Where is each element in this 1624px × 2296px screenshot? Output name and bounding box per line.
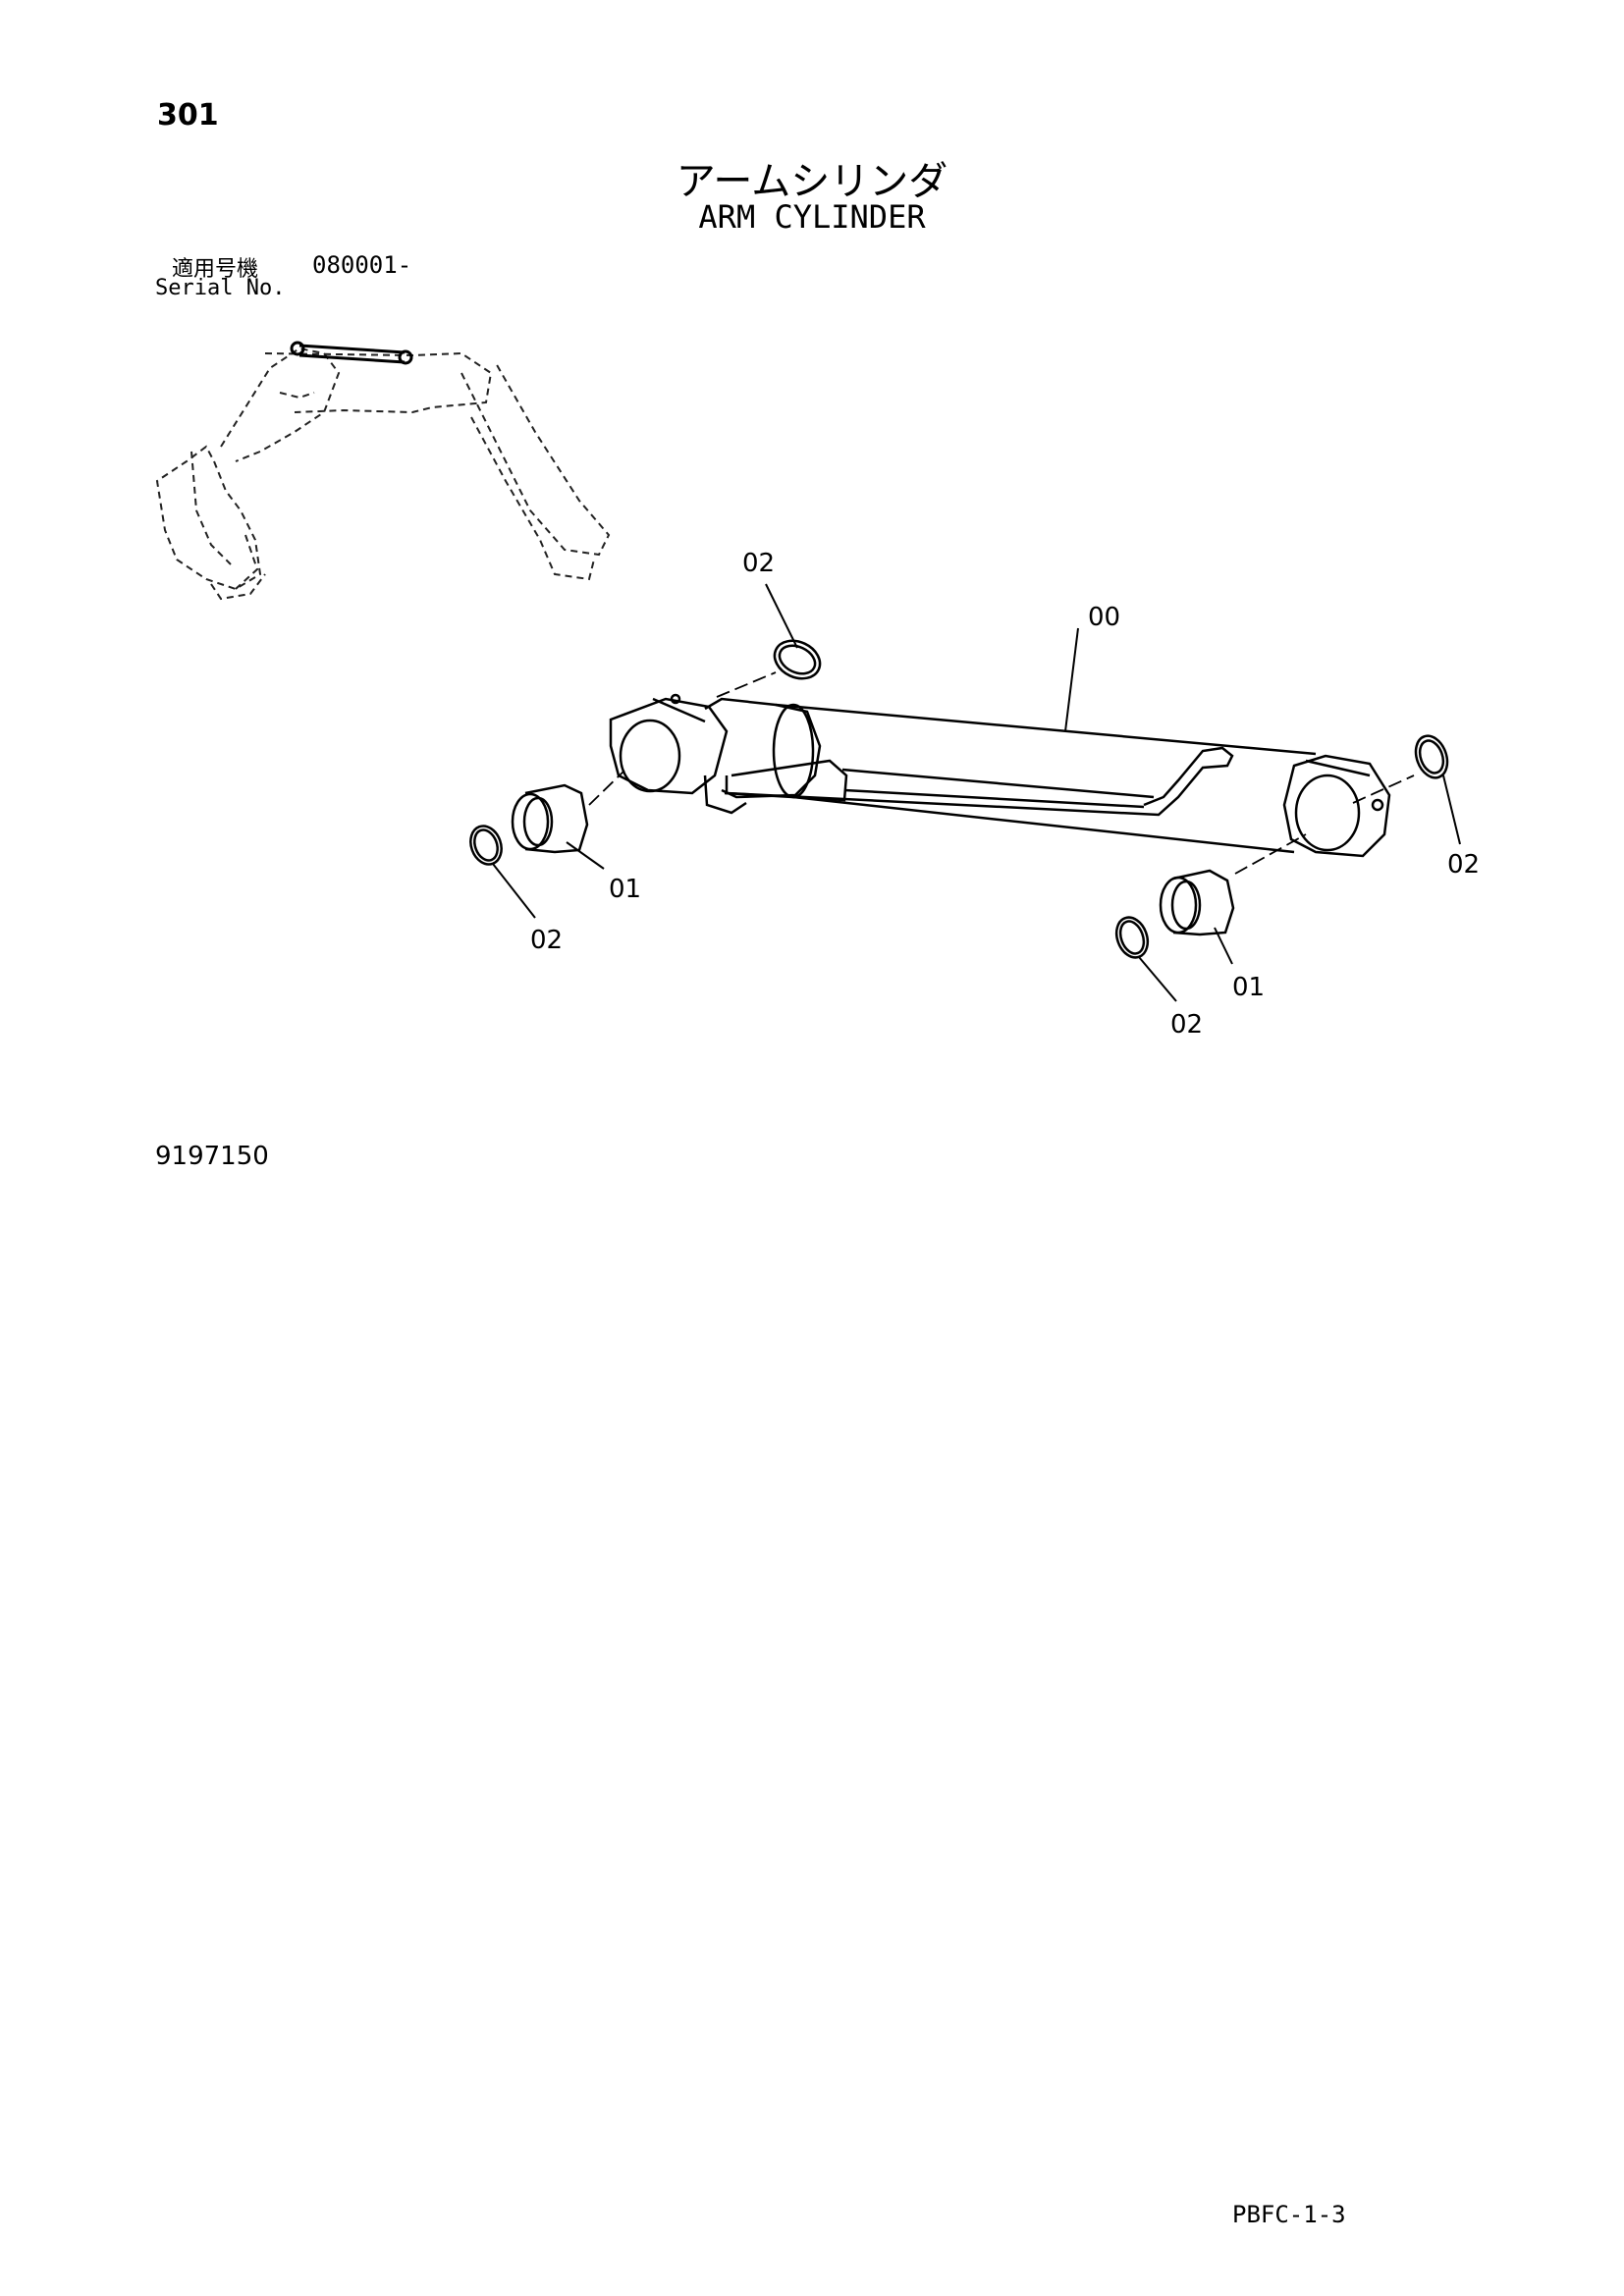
page-number: 301 bbox=[157, 98, 219, 133]
serial-label-jp: 適用号機 bbox=[172, 257, 259, 282]
callout-02-right: 02 bbox=[1447, 850, 1480, 880]
callout-02-top: 02 bbox=[742, 549, 775, 578]
callout-02-left: 02 bbox=[530, 926, 563, 955]
drawing-number: 9197150 bbox=[155, 1142, 269, 1171]
bushing-left bbox=[511, 783, 589, 854]
excavator-locator-illustration bbox=[155, 347, 611, 601]
callout-01-left: 01 bbox=[609, 875, 641, 904]
leader-lines bbox=[492, 583, 1461, 1002]
locator-cylinder-highlight bbox=[290, 341, 413, 365]
assembly-centerlines bbox=[588, 671, 1415, 875]
sheet-code: PBFC-1-3 bbox=[1232, 2201, 1346, 2228]
seal-rings bbox=[469, 639, 1449, 959]
arm-cylinder-assembly bbox=[609, 693, 1391, 858]
page-title-en: ARM CYLINDER bbox=[698, 198, 926, 236]
bushing-right bbox=[1159, 869, 1235, 936]
serial-label-en: Serial No. bbox=[155, 276, 286, 300]
callout-01-right: 01 bbox=[1232, 973, 1265, 1002]
callout-02-bottom: 02 bbox=[1170, 1010, 1203, 1040]
callout-00: 00 bbox=[1088, 603, 1120, 632]
page-title-jp: アームシリンダ bbox=[676, 159, 948, 204]
serial-value: 080001- bbox=[312, 251, 412, 279]
